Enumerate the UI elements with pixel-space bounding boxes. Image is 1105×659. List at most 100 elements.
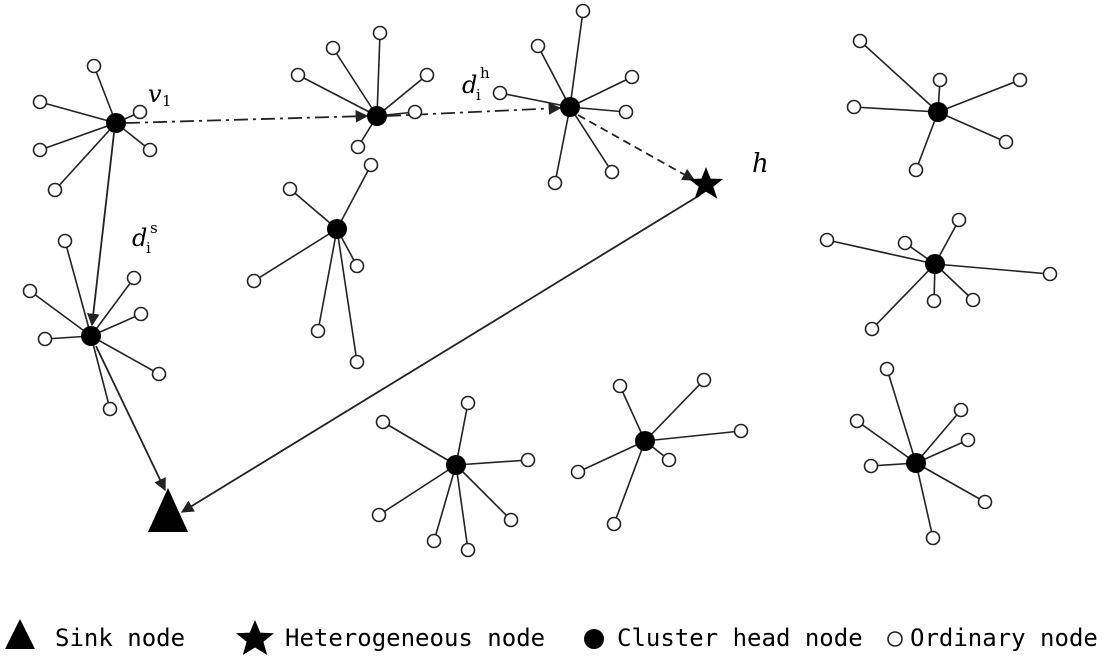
ordinary-node [977, 494, 993, 510]
label-dh-subscript: i [476, 86, 481, 104]
legend-star-icon [236, 620, 274, 655]
path-v1-to-mid [125, 110, 369, 124]
ordinary-node [460, 542, 476, 558]
ordinary-node [419, 67, 435, 83]
link-left-mid-1 [90, 277, 135, 337]
ordinary-node [407, 104, 423, 120]
ordinary-node [371, 507, 387, 523]
ordinary-node [349, 258, 365, 274]
link-bottom-3-1 [915, 409, 962, 464]
cluster-head-node [635, 431, 655, 451]
ordinary-node [282, 181, 298, 197]
ordinary-node [908, 162, 924, 178]
link-mid-top-2 [376, 32, 381, 117]
ordinary-node [126, 270, 142, 286]
ordinary-node [32, 94, 48, 110]
legend-sink-icon [5, 619, 35, 649]
cluster-head-node [367, 106, 387, 126]
ordinary-node [503, 512, 519, 528]
ordinary-node [290, 67, 306, 83]
link-bottom-3-0 [886, 368, 917, 464]
ordinary-node [492, 85, 508, 101]
link-mid-center-5 [336, 228, 358, 363]
ordinary-node [375, 414, 391, 430]
link-far-right-mid-0 [826, 239, 936, 265]
link-far-right-top-3 [853, 106, 939, 113]
link-mid-center-0 [336, 164, 372, 230]
link-right-top-0 [537, 45, 571, 108]
ordinary-node [460, 395, 476, 411]
link-bottom-1-6 [455, 464, 469, 551]
ordinary-node [570, 464, 586, 480]
ordinary-node [325, 40, 341, 56]
link-bottom-1-4 [455, 464, 512, 521]
link-bottom-1-3 [378, 464, 457, 516]
ordinary-node [846, 99, 862, 115]
link-right-top-2 [569, 76, 633, 108]
ordinary-node [925, 530, 941, 546]
ordinary-node [624, 69, 640, 85]
label-ds: d i s [132, 219, 158, 257]
ordinary-node [86, 58, 102, 74]
legend-heterogeneous-label: Heterogeneous node [285, 624, 545, 652]
label-dh-main: d [462, 71, 477, 99]
link-bottom-2-5 [613, 440, 646, 525]
link-right-top-6 [554, 106, 571, 184]
link-v1-1 [39, 101, 117, 124]
ordinary-node [606, 516, 622, 532]
ordinary-node [47, 182, 63, 198]
ordinary-node [547, 175, 563, 191]
path-left-head-to-sink [95, 345, 166, 492]
link-far-right-top-0 [859, 40, 939, 113]
cluster-head-node [81, 326, 101, 346]
link-right-top-5 [569, 106, 613, 173]
ordinary-node [953, 402, 969, 418]
cluster-head-node [925, 254, 945, 274]
ordinary-node [926, 293, 942, 309]
ordinary-node [696, 372, 712, 388]
link-bottom-2-1 [644, 379, 705, 442]
link-left-mid-2 [29, 290, 92, 337]
ordinary-node [363, 157, 379, 173]
link-left-mid-0 [64, 240, 92, 337]
ordinary-node [932, 72, 948, 88]
ordinary-node [349, 354, 365, 370]
cluster-head-node [106, 113, 126, 133]
cluster-head-node [560, 97, 580, 117]
ordinary-node [864, 321, 880, 337]
link-mid-top-3 [376, 74, 428, 117]
link-bottom-3-2 [856, 420, 917, 464]
ordinary-node [575, 3, 591, 19]
routing-paths [87, 102, 701, 513]
ordinary-node [863, 458, 879, 474]
link-bottom-2-3 [577, 440, 646, 473]
ordinary-node [960, 432, 976, 448]
link-mid-top-0 [332, 47, 378, 117]
ordinary-node [951, 212, 967, 228]
ordinary-node [897, 235, 913, 251]
ordinary-node [57, 233, 73, 249]
ordinary-node [1042, 266, 1058, 282]
ordinary-node [32, 142, 48, 158]
ordinary-node [819, 232, 835, 248]
ordinary-node [22, 283, 38, 299]
link-bottom-1-2 [455, 459, 529, 466]
ordinary-node [852, 33, 868, 49]
ordinary-node [372, 25, 388, 41]
link-v1-0 [93, 65, 117, 124]
cluster-edges [29, 10, 1051, 551]
ordinary-node [142, 142, 158, 158]
cluster-head-node [928, 102, 948, 122]
label-ds-main: d [132, 224, 147, 252]
link-left-mid-5 [90, 335, 160, 375]
legend-ordinary-label: Ordinary node [910, 624, 1098, 652]
ordinary-node [879, 361, 895, 377]
link-bottom-3-6 [915, 462, 934, 539]
ordinary-node [133, 306, 149, 322]
ordinary-node [310, 323, 326, 339]
path-v1-to-left-head [87, 132, 115, 327]
label-ds-subscript: i [146, 239, 151, 257]
heterogeneous-node [689, 167, 723, 199]
ordinary-node [350, 139, 366, 155]
ordinary-node [998, 134, 1014, 150]
